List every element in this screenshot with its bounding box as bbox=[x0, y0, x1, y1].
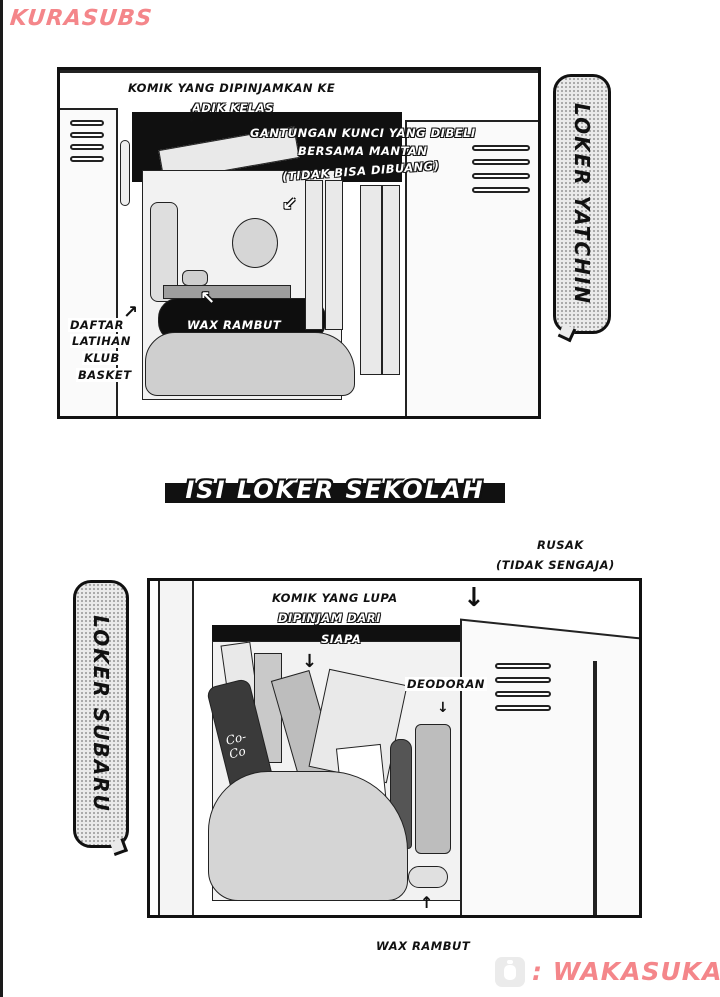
credit-name: WAKASUKA bbox=[552, 957, 720, 986]
scanlation-credit-top: KURASUBS bbox=[8, 6, 154, 31]
vent-slot bbox=[472, 145, 530, 151]
section-title: ISI LOKER SEKOLAH bbox=[185, 476, 485, 504]
vent-slot bbox=[472, 173, 530, 179]
arrow-down-icon: ↓ bbox=[437, 700, 449, 716]
page-edge-line bbox=[0, 0, 3, 997]
label-comic-lent: KOMIK YANG DIPINJAMKAN KE bbox=[126, 81, 338, 96]
label-practice-1: DAFTAR bbox=[68, 318, 127, 333]
arrow-up-left-icon: ↖ bbox=[200, 288, 216, 309]
label-keychain-1: GANTUNGAN KUNCI YANG DIBELI bbox=[250, 126, 476, 140]
vent-slot bbox=[70, 120, 104, 126]
arrow-down-left-icon: ↙ bbox=[282, 194, 298, 215]
vent-slot bbox=[70, 132, 104, 138]
label-practice-4: BASKET bbox=[76, 368, 134, 383]
deodorant-can bbox=[415, 724, 451, 854]
textbook bbox=[360, 185, 382, 375]
bear-keychain bbox=[232, 218, 278, 268]
hair-wax-jar bbox=[182, 270, 208, 286]
bubble-title-yatchin: LOKER YATCHIN bbox=[570, 103, 594, 305]
bottle-brand-text: Co-Co bbox=[224, 729, 248, 762]
sports-bag bbox=[145, 332, 355, 396]
binder bbox=[325, 180, 343, 330]
label-practice-2: LATIHAN bbox=[70, 334, 133, 349]
door-edge bbox=[593, 661, 597, 915]
label-broken-2: (TIDAK SENGAJA) bbox=[496, 558, 615, 572]
label-broken-1: RUSAK bbox=[537, 538, 584, 552]
label-hair-wax: WAX RAMBUT bbox=[187, 318, 282, 332]
binder bbox=[305, 180, 323, 330]
label-forgot-comic-2: DIPINJAM DARI bbox=[278, 611, 381, 625]
label-comic-lent-2: ADIK KELAS bbox=[192, 101, 274, 115]
jar-icon bbox=[495, 957, 525, 987]
arrow-up-right-icon: ↗ bbox=[123, 302, 139, 323]
vent-slot bbox=[495, 677, 551, 683]
door-hinge bbox=[120, 140, 130, 206]
textbook bbox=[382, 185, 400, 375]
arrow-down-icon: ↓ bbox=[302, 651, 318, 672]
vent-slot bbox=[70, 156, 104, 162]
bubble-title-subaru: LOKER SUBARU bbox=[89, 615, 113, 813]
arrow-down-icon: ↓ bbox=[463, 583, 485, 613]
speech-bubble-subaru: LOKER SUBARU bbox=[73, 580, 129, 848]
label-practice-3: KLUB bbox=[82, 351, 122, 366]
left-locker-frame bbox=[158, 581, 194, 915]
label-forgot-comic-1: KOMIK YANG LUPA bbox=[270, 591, 400, 606]
manga-panel-subaru-locker: Co-Co KOMIK YANG LUPA DIPINJAM DARI SIAP… bbox=[147, 578, 642, 918]
vent-slot bbox=[495, 705, 551, 711]
credit-separator: : bbox=[532, 957, 543, 986]
vent-slot bbox=[495, 691, 551, 697]
shelf bbox=[163, 285, 291, 299]
label-keychain-2: BERSAMA MANTAN bbox=[298, 144, 428, 158]
title-banner bbox=[165, 483, 505, 503]
vent-slot bbox=[70, 144, 104, 150]
label-hair-wax-subaru: WAX RAMBUT bbox=[376, 939, 471, 953]
hair-wax-jar bbox=[408, 866, 448, 888]
sports-bag bbox=[208, 771, 408, 901]
manga-panel-yatchin-locker: KOMIK YANG DIPINJAMKAN KE ADIK KELAS ↓ G… bbox=[57, 67, 541, 419]
damaged-locker-door bbox=[460, 618, 639, 915]
speech-bubble-yatchin: LOKER YATCHIN bbox=[553, 74, 611, 334]
arrow-up-icon: ↑ bbox=[420, 893, 434, 912]
translator-credit: : WAKASUKA bbox=[532, 957, 720, 986]
arrow-down-icon: ↓ bbox=[184, 106, 200, 127]
label-deodorant: DEODORAN bbox=[405, 677, 487, 692]
vent-slot bbox=[472, 187, 530, 193]
open-locker-door bbox=[405, 120, 538, 416]
frame-line bbox=[60, 70, 538, 73]
vent-slot bbox=[472, 159, 530, 165]
label-forgot-comic-3: SIAPA bbox=[321, 632, 362, 646]
vent-slot bbox=[495, 663, 551, 669]
